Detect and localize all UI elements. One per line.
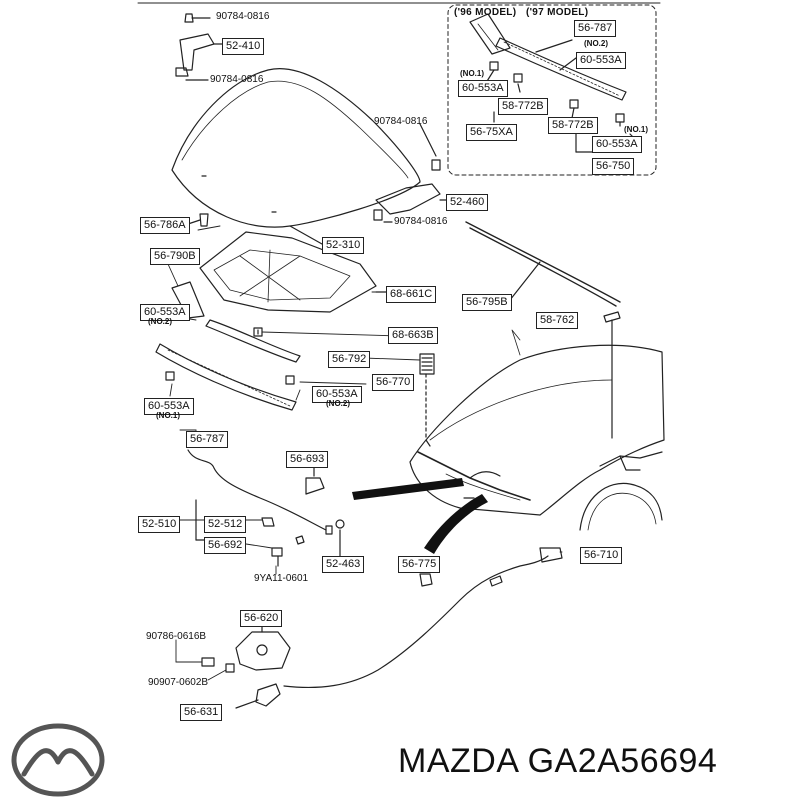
label-56-620: 56-620 (240, 610, 283, 627)
hood-seal (465, 221, 621, 307)
label-52-510: 52-510 (138, 516, 181, 533)
pointer-arrow-lower (424, 494, 488, 554)
label-68-663B: 68-663B (388, 327, 438, 344)
label-52-463: 52-463 (322, 556, 365, 573)
label-56-787: 56-787 (186, 431, 229, 448)
mazda-logo (11, 723, 105, 797)
label-9YA11-0601: 9YA11-0601 (254, 573, 309, 584)
leader-lines (167, 225, 563, 681)
part-number-title: MAZDA GA2A56694 (398, 742, 718, 780)
label-52-310: 52-310 (322, 237, 365, 254)
inset-box (447, 4, 657, 176)
label-56-786A: 56-786A (140, 217, 190, 234)
hood-latch (201, 619, 291, 673)
label-60-553A-mid: 60-553A (312, 386, 362, 403)
label-no2-left: (NO.2) (148, 317, 172, 326)
label-90784-0816-lower: 90784-0816 (394, 216, 448, 227)
label-68-661C: 68-661C (386, 286, 437, 303)
inset-header-96: ('96 MODEL) (454, 7, 517, 18)
hood-insulator (199, 231, 387, 313)
label-52-410: 52-410 (222, 38, 265, 55)
label-56-790B: 56-790B (150, 248, 200, 265)
hood-release-cable (283, 547, 563, 689)
car-front (409, 329, 665, 531)
hood-hinge-right (373, 123, 447, 223)
inset-label-56-787: 56-787 (574, 20, 617, 37)
pointer-arrow-upper (352, 478, 464, 500)
inset-label-56-75XA: 56-75XA (466, 124, 517, 141)
label-56-631: 56-631 (180, 704, 223, 721)
label-90784-0816-right: 90784-0816 (374, 116, 428, 127)
inset-label-60-553A-bottom: 60-553A (592, 136, 642, 153)
label-90784-0816-hinge: 90784-0816 (210, 74, 264, 85)
support-spring (419, 353, 435, 441)
label-no2-mid: (NO.2) (326, 399, 350, 408)
label-no1-low: (NO.1) (156, 411, 180, 420)
label-56-692: 56-692 (204, 537, 247, 554)
label-60-553A-left: 60-553A (140, 304, 190, 321)
inset-label-56-750: 56-750 (592, 158, 635, 175)
label-56-770: 56-770 (372, 374, 415, 391)
inset-label-58-772B-left: 58-772B (498, 98, 548, 115)
label-60-553A-low: 60-553A (144, 398, 194, 415)
inset-label-58-772B-right: 58-772B (548, 117, 598, 134)
inset-label-60-553A-left: 60-553A (458, 80, 508, 97)
inset-header-97: ('97 MODEL) (526, 7, 589, 18)
inset-label-no2: (NO.2) (584, 39, 608, 48)
label-90784-0816-top: 90784-0816 (216, 11, 270, 22)
label-52-460: 52-460 (446, 194, 489, 211)
label-56-795B: 56-795B (462, 294, 512, 311)
label-90907-0602B: 90907-0602B (148, 677, 209, 688)
label-58-762: 58-762 (536, 312, 579, 329)
label-56-710: 56-710 (580, 547, 623, 564)
inset-label-no1-right: (NO.1) (624, 125, 648, 134)
hood-panel (171, 68, 421, 245)
inset-label-no1-left: (NO.1) (460, 69, 484, 78)
hood-hinge-top (175, 13, 223, 81)
label-90786-0616B: 90786-0616B (146, 631, 207, 642)
label-56-775: 56-775 (398, 556, 441, 573)
label-56-693: 56-693 (286, 451, 329, 468)
inset-label-60-553A-right: 60-553A (576, 52, 626, 69)
label-56-792: 56-792 (328, 351, 371, 368)
label-52-512: 52-512 (204, 516, 247, 533)
